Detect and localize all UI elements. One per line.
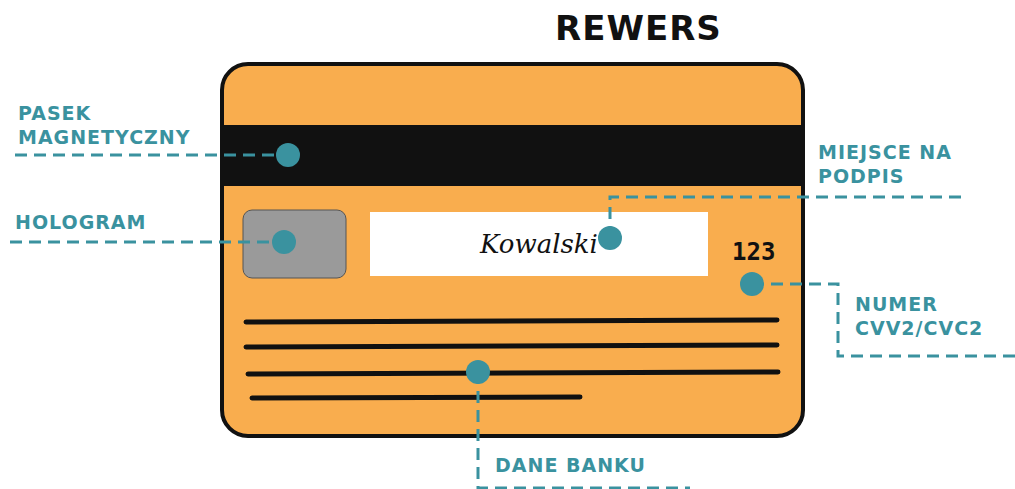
callout-label: PASEK MAGNETYCZNY [18, 101, 218, 149]
callout-label: HOLOGRAM [15, 210, 215, 234]
diagram-title: REWERS [555, 8, 722, 48]
cvv-number: 123 [732, 238, 775, 266]
card-back: 123 Kowalski [220, 62, 805, 438]
signature-text: Kowalski [480, 229, 598, 259]
callout-label: DANE BANKU [495, 453, 715, 477]
callout-label: NUMER CVV2/CVC2 [855, 292, 1015, 340]
callout-label: MIEJSCE NA PODPIS [818, 140, 998, 188]
signature-box: Kowalski [370, 212, 708, 276]
